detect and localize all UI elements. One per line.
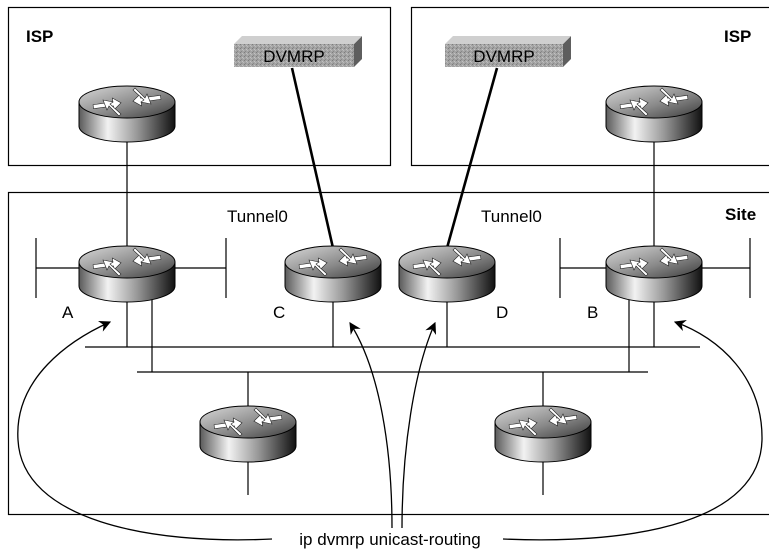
router-c-label: C (273, 303, 285, 322)
tunnel-label-c: Tunnel0 (227, 207, 288, 226)
dvmrp-label-left: DVMRP (263, 47, 324, 66)
arrow-to-c (350, 323, 392, 528)
isp-left-box (9, 8, 391, 166)
router-a-label: A (62, 303, 74, 322)
router-isp-right (606, 86, 702, 142)
bus-drops (127, 300, 654, 495)
router-d (399, 246, 495, 302)
tunnel-c-line (292, 68, 333, 248)
isp-right-box (412, 8, 769, 166)
router-b-label: B (587, 303, 598, 322)
router-lower-left (200, 406, 296, 462)
router-b (606, 246, 702, 302)
tunnel-label-d: Tunnel0 (481, 207, 542, 226)
router-isp-left (79, 86, 175, 142)
arrow-to-d (402, 323, 435, 528)
isp-right-label: ISP (724, 27, 751, 46)
site-label: Site (725, 205, 756, 224)
router-d-label: D (496, 303, 508, 322)
caption-text: ip dvmrp unicast-routing (299, 530, 480, 549)
router-lower-right (495, 406, 591, 462)
dvmrp-box-right: DVMRP (445, 36, 571, 67)
dvmrp-box-left: DVMRP (234, 36, 362, 67)
router-a (79, 246, 175, 302)
dvmrp-label-right: DVMRP (473, 47, 534, 66)
router-c (285, 246, 381, 302)
isp-left-label: ISP (26, 27, 53, 46)
